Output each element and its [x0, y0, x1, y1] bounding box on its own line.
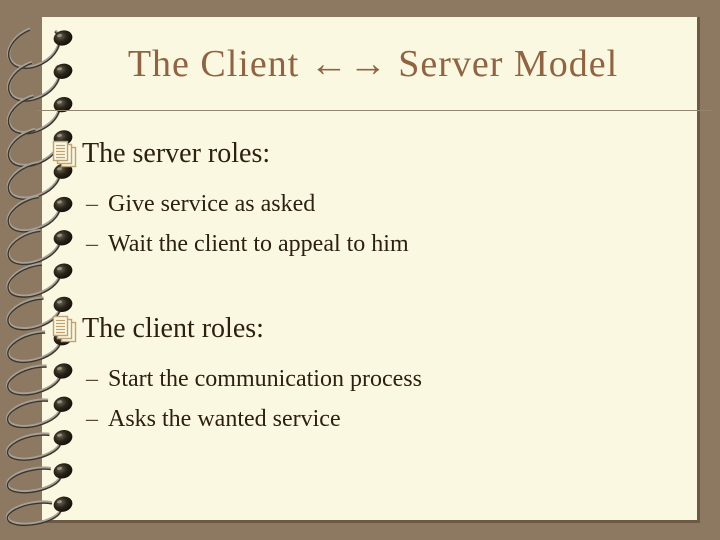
- sub-bullet-text: Wait the client to appeal to him: [108, 231, 409, 257]
- sub-bullet-item: –Start the communication process: [86, 359, 700, 399]
- dash-marker: –: [86, 366, 98, 392]
- sub-bullet-text: Give service as asked: [108, 191, 316, 217]
- bullet-list: The server roles: –Give service as asked…: [52, 138, 700, 439]
- sub-bullet-list: –Give service as asked –Wait the client …: [86, 184, 700, 264]
- dash-marker: –: [86, 406, 98, 432]
- dash-marker: –: [86, 191, 98, 217]
- spiral-binding-icon: [5, 25, 73, 527]
- bullet-group: The client roles: –Start the communicati…: [52, 313, 700, 439]
- sub-bullet-list: –Start the communication process –Asks t…: [86, 359, 700, 439]
- stacked-documents-icon: [52, 315, 77, 343]
- bullet-heading: The client roles:: [82, 313, 264, 344]
- stacked-documents-icon: [52, 140, 77, 168]
- sub-bullet-item: –Asks the wanted service: [86, 399, 700, 439]
- sub-bullet-item: –Wait the client to appeal to him: [86, 224, 700, 264]
- bullet-group: The server roles: –Give service as asked…: [52, 138, 700, 264]
- slide-page: [42, 17, 700, 523]
- sub-bullet-item: –Give service as asked: [86, 184, 700, 224]
- dash-marker: –: [86, 231, 98, 257]
- bullet-heading-row: The client roles:: [52, 313, 700, 347]
- bullet-heading-row: The server roles:: [52, 138, 700, 172]
- bullet-heading: The server roles:: [82, 138, 271, 169]
- slide-title: The Client ←→ Server Model: [127, 43, 619, 85]
- sub-bullet-text: Asks the wanted service: [108, 406, 341, 432]
- sub-bullet-text: Start the communication process: [108, 366, 422, 392]
- title-divider: [36, 110, 712, 111]
